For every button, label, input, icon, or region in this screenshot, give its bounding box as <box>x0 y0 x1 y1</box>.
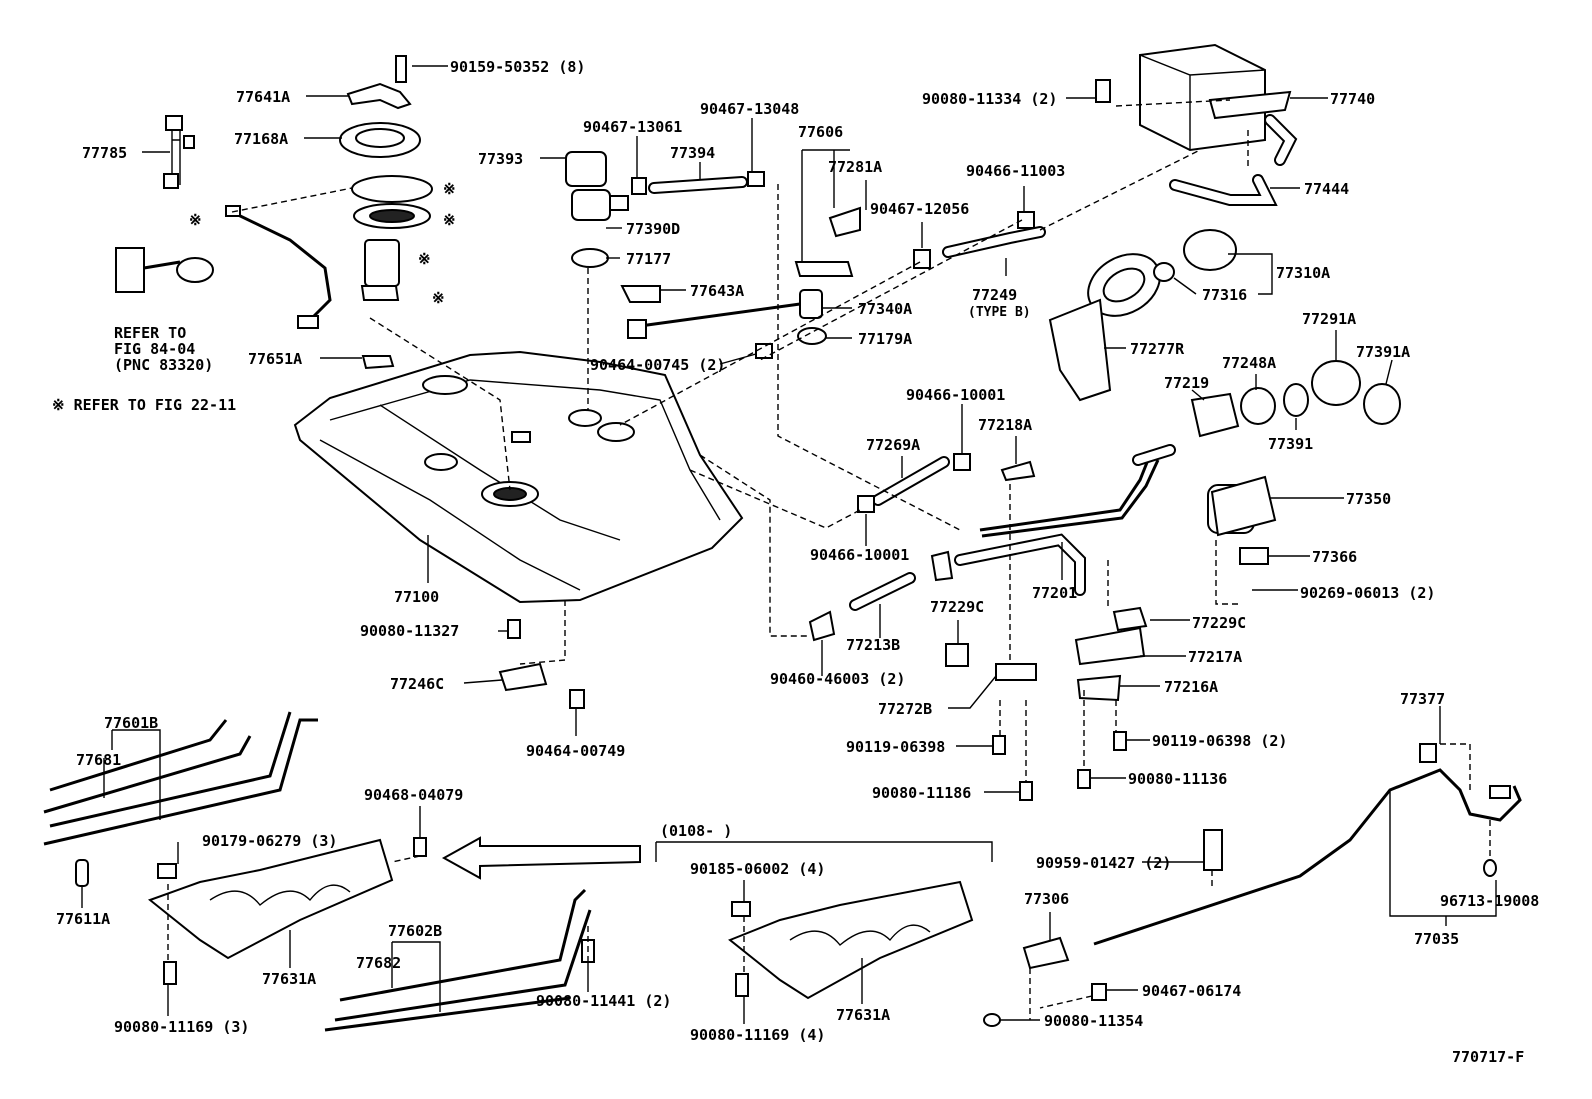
label-77391A: 77391A <box>1356 343 1410 361</box>
filler-neck-shapes <box>808 229 1401 801</box>
label-77377: 77377 <box>1400 690 1445 708</box>
label-77631A-right: 77631A <box>836 1006 890 1024</box>
label-90185-06002: 90185-06002 (4) <box>690 860 825 878</box>
label-77277R: 77277R <box>1130 340 1185 358</box>
label-90179-06279: 90179-06279 (3) <box>202 832 337 850</box>
label-90466-11003: 90466-11003 <box>966 162 1065 180</box>
label-90119-06398-right: 90119-06398 (2) <box>1152 732 1287 750</box>
label-90080-11169-right: 90080-11169 (4) <box>690 1026 825 1044</box>
asterisk-2: ※ <box>443 211 456 229</box>
label-77218A: 77218A <box>978 416 1032 434</box>
label-77248A: 77248A <box>1222 354 1276 372</box>
label-77177: 77177 <box>626 250 671 268</box>
label-date-range: (0108- ) <box>660 822 732 840</box>
label-77391: 77391 <box>1268 435 1313 453</box>
label-90467-12056: 90467-12056 <box>870 200 969 218</box>
label-77310A: 77310A <box>1276 264 1330 282</box>
leader-lines <box>81 65 1497 1024</box>
label-77272B: 77272B <box>878 700 932 718</box>
label-90080-11327: 90080-11327 <box>360 622 459 640</box>
label-77394: 77394 <box>670 144 715 162</box>
label-77281A: 77281A <box>828 158 882 176</box>
label-90468-04079: 90468-04079 <box>364 786 463 804</box>
asterisk-1: ※ <box>443 180 456 198</box>
label-77393: 77393 <box>478 150 523 168</box>
part-illustrations <box>43 43 1522 1032</box>
label-77602B: 77602B <box>388 922 442 940</box>
asterisk-5: ※ <box>432 289 445 307</box>
label-77246C: 77246C <box>390 675 444 693</box>
tank-straps-and-protectors <box>43 619 974 1032</box>
label-77366: 77366 <box>1312 548 1357 566</box>
refer-fig-22-11: ※ REFER TO FIG 22-11 <box>52 396 236 414</box>
label-77100: 77100 <box>394 588 439 606</box>
label-90080-11334: 90080-11334 (2) <box>922 90 1057 108</box>
refer-fig-84-04-line1: REFER TO <box>114 324 186 342</box>
label-77229C-right: 77229C <box>1192 614 1246 632</box>
label-77168A: 77168A <box>234 130 288 148</box>
label-77631A-left: 77631A <box>262 970 316 988</box>
fuel-tank-shape <box>293 350 744 604</box>
label-90080-11354: 90080-11354 <box>1044 1012 1143 1030</box>
label-77306: 77306 <box>1024 890 1069 908</box>
label-77291A: 77291A <box>1302 310 1356 328</box>
label-77611A: 77611A <box>56 910 110 928</box>
label-77201: 77201 <box>1032 584 1077 602</box>
label-90080-11136: 90080-11136 <box>1128 770 1227 788</box>
label-77216A: 77216A <box>1164 678 1218 696</box>
label-77643A: 77643A <box>690 282 744 300</box>
label-90467-13048: 90467-13048 <box>700 100 799 118</box>
asterisk-4: ※ <box>418 250 431 268</box>
vent-valve-shapes <box>565 151 1046 359</box>
label-90080-11169-left: 90080-11169 (3) <box>114 1018 249 1036</box>
label-77179A: 77179A <box>858 330 912 348</box>
label-96713-19008: 96713-19008 <box>1440 892 1539 910</box>
label-77740: 77740 <box>1330 90 1375 108</box>
label-type-b: (TYPE B) <box>968 305 1031 320</box>
label-90959-01427: 90959-01427 (2) <box>1036 854 1171 872</box>
label-90466-10001-top: 90466-10001 <box>906 386 1005 404</box>
direction-arrow <box>441 836 641 880</box>
label-77035: 77035 <box>1414 930 1459 948</box>
label-77641A: 77641A <box>236 88 290 106</box>
part-labels: 90159-50352 (8) 77641A 77168A 77785 ※ ※ … <box>52 58 1539 1066</box>
label-90464-00749: 90464-00749 <box>526 742 625 760</box>
label-90467-13061: 90467-13061 <box>583 118 682 136</box>
label-77229C-left: 77229C <box>930 598 984 616</box>
label-77340A: 77340A <box>858 300 912 318</box>
diagram-code: 770717-F <box>1452 1048 1524 1066</box>
label-77785: 77785 <box>82 144 127 162</box>
label-77219: 77219 <box>1164 374 1209 392</box>
label-90269-06013: 90269-06013 (2) <box>1300 584 1435 602</box>
label-77213B: 77213B <box>846 636 900 654</box>
label-77682: 77682 <box>356 954 401 972</box>
fuel-pump-assembly-shapes <box>115 55 433 370</box>
label-77601B: 77601B <box>104 714 158 732</box>
label-90080-11441: 90080-11441 (2) <box>536 992 671 1010</box>
label-90119-06398-left: 90119-06398 <box>846 738 945 756</box>
label-77651A: 77651A <box>248 350 302 368</box>
label-77681: 77681 <box>76 751 121 769</box>
label-90466-10001-bottom: 90466-10001 <box>810 546 909 564</box>
label-77390D: 77390D <box>626 220 680 238</box>
label-77249: 77249 <box>972 286 1017 304</box>
label-90467-06174: 90467-06174 <box>1142 982 1241 1000</box>
refer-fig-84-04-line2: FIG 84-04 <box>114 340 195 358</box>
label-77269A: 77269A <box>866 436 920 454</box>
label-77444: 77444 <box>1304 180 1349 198</box>
charcoal-canister-shape <box>1095 43 1298 206</box>
refer-fig-84-04-line3: (PNC 83320) <box>114 356 213 374</box>
label-77316: 77316 <box>1202 286 1247 304</box>
label-77350: 77350 <box>1346 490 1391 508</box>
label-90080-11186: 90080-11186 <box>872 784 971 802</box>
label-77217A: 77217A <box>1188 648 1242 666</box>
label-90464-00745: 90464-00745 (2) <box>590 356 725 374</box>
asterisk-3: ※ <box>189 211 202 229</box>
fuel-tube-assembly-shape <box>983 743 1522 1027</box>
dashed-connectors <box>167 99 1491 1020</box>
label-90460-46003: 90460-46003 (2) <box>770 670 905 688</box>
label-77606: 77606 <box>798 123 843 141</box>
label-90159-50352: 90159-50352 (8) <box>450 58 585 76</box>
